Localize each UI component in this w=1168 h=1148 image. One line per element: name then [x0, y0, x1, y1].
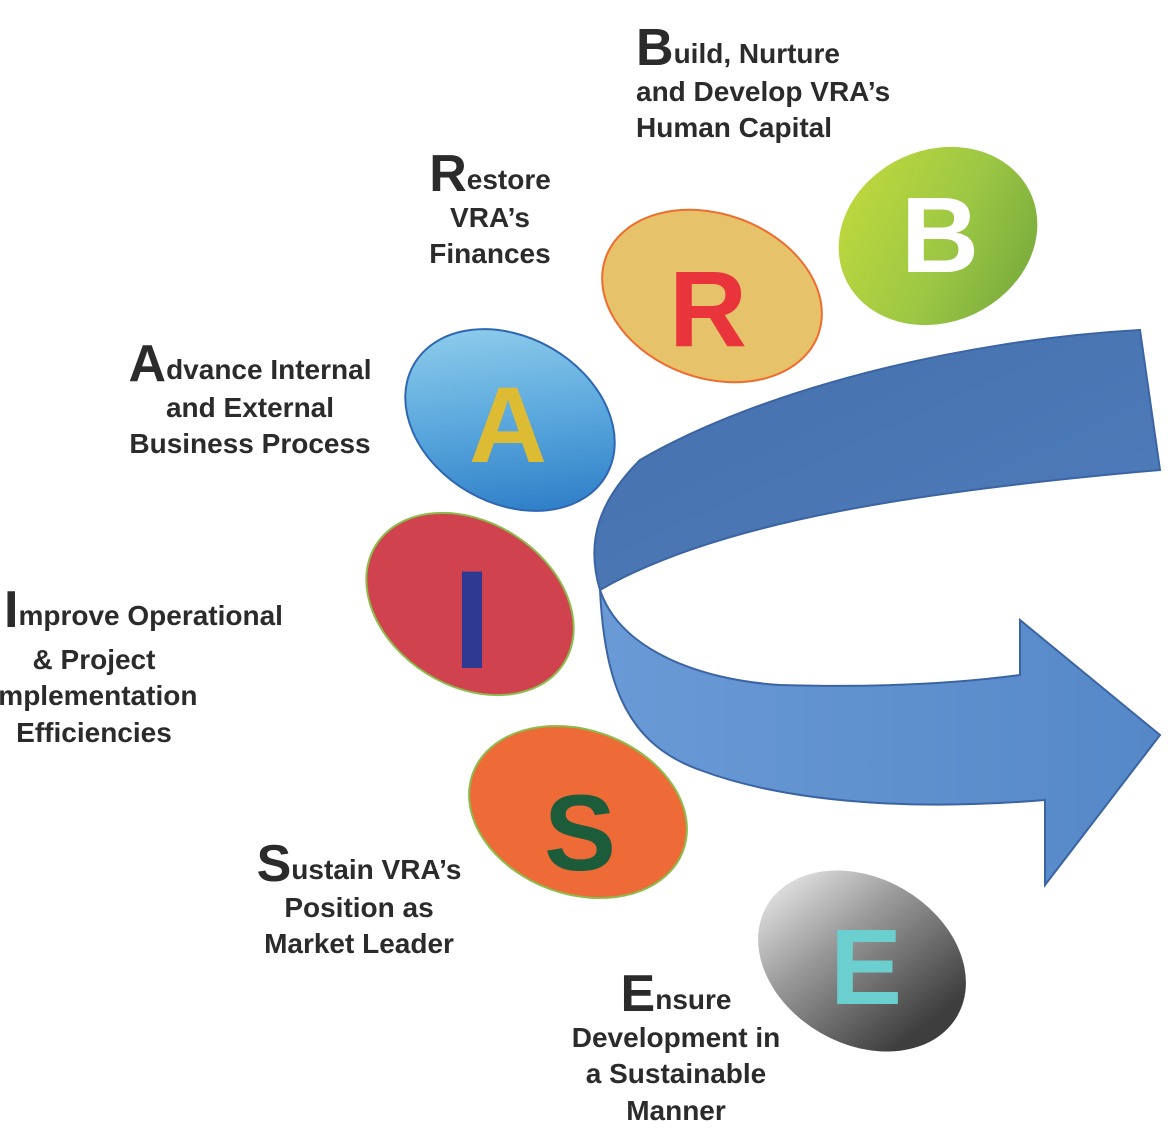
- oval-a-letter: A: [469, 364, 547, 485]
- caption-r-heading: estore: [466, 164, 551, 195]
- caption-e-line-3: Manner: [626, 1094, 726, 1126]
- oval-s: S: [468, 724, 688, 900]
- oval-b-letter: B: [901, 174, 979, 295]
- caption-s-line-1: Position as: [284, 892, 434, 923]
- caption-b: Build, Nurture and Develop VRA’s Human C…: [636, 22, 896, 147]
- arrow-upper-band: [593, 328, 1162, 592]
- caption-s-initial: S: [256, 835, 292, 893]
- caption-a-initial: A: [128, 335, 167, 393]
- caption-a-line-1: and External: [165, 392, 335, 423]
- caption-b-heading: uild, Nurture: [673, 38, 841, 69]
- caption-e-heading: nsure: [655, 984, 732, 1015]
- oval-i-letter: I: [453, 541, 492, 698]
- caption-e-line-1: Development in: [571, 1022, 781, 1053]
- caption-b-initial: B: [636, 19, 674, 77]
- oval-a: A: [404, 328, 616, 512]
- caption-a-heading: dvance Internal: [166, 354, 372, 385]
- oval-r-letter: R: [669, 248, 747, 369]
- caption-r: Restore VRA’s Finances: [400, 148, 580, 273]
- caption-s-heading: ustain VRA’s: [291, 854, 462, 885]
- caption-i-line-3: Efficiencies: [16, 716, 172, 748]
- caption-a-line-2: Business Process: [129, 428, 371, 460]
- caption-a: Advance Internal and External Business P…: [90, 338, 410, 463]
- oval-i: I: [365, 511, 575, 698]
- caption-i-line-2: Implementation: [0, 680, 198, 712]
- caption-b-line-1: and Develop VRA’s: [636, 76, 891, 107]
- oval-r: R: [601, 208, 823, 384]
- oval-b: B: [838, 146, 1038, 326]
- caption-s: Sustain VRA’s Position as Market Leader: [234, 838, 484, 963]
- caption-i-line-1: & Project: [32, 644, 156, 675]
- caption-e-initial: E: [620, 965, 656, 1023]
- curved-arrow: [593, 328, 1162, 888]
- caption-i-heading: mprove Operational: [18, 600, 283, 631]
- caption-r-initial: R: [429, 145, 467, 203]
- caption-r-line-1: VRA’s: [450, 202, 530, 233]
- caption-r-line-2: Finances: [429, 238, 551, 270]
- oval-e: E: [758, 870, 966, 1052]
- caption-i-initial: I: [4, 581, 19, 639]
- caption-i: Improve Operational & Project Implementa…: [0, 581, 356, 751]
- caption-e-line-2: a Sustainable: [585, 1058, 767, 1090]
- caption-e: Ensure Development in a Sustainable Mann…: [536, 968, 816, 1129]
- caption-s-line-2: Market Leader: [264, 928, 454, 960]
- oval-s-letter: S: [544, 772, 616, 893]
- caption-b-line-2: Human Capital: [636, 112, 833, 144]
- oval-e-letter: E: [830, 906, 902, 1027]
- arrow-lower-band: [599, 589, 1162, 888]
